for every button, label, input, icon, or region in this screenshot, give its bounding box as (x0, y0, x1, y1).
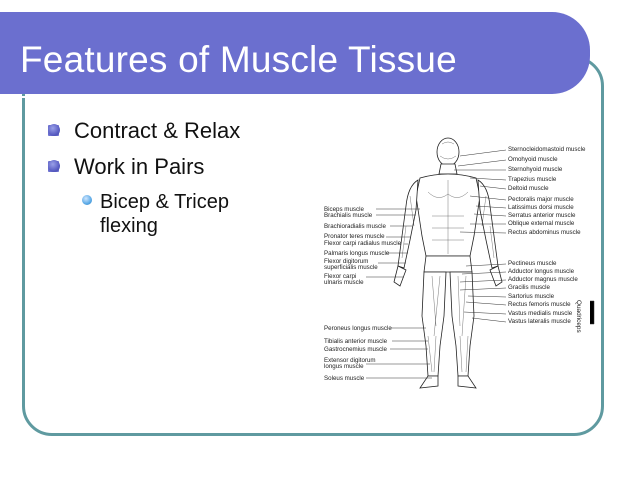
human-body-illustration (366, 137, 595, 389)
muscle-label: superficialis muscle (324, 264, 378, 271)
muscle-label: Biceps muscle (324, 206, 364, 213)
bullet-list: Contract & Relax Work in Pairs Bicep & T… (48, 118, 278, 238)
muscle-label: Sternocleidomastoid muscle (508, 146, 586, 153)
bullet-text: Contract & Relax (74, 118, 241, 143)
muscle-label: Trapezius muscle (508, 176, 557, 183)
muscle-label: Brachialis muscle (324, 212, 373, 219)
quadriceps-label: Quadriceps (575, 300, 582, 333)
bullet-item: Work in Pairs (48, 154, 278, 180)
muscle-label: Flexor carpi (324, 273, 357, 280)
sub-bullet-item: Bicep & Tricep flexing (48, 190, 278, 238)
muscle-label: Vastus lateralis muscle (508, 318, 571, 325)
sub-bullet-line: flexing (100, 215, 158, 237)
muscle-label: longus muscle (324, 363, 364, 370)
muscle-label: Palmaris longus muscle (324, 250, 390, 257)
muscle-label: Rectus abdominus muscle (508, 229, 581, 236)
muscle-label: Serratus anterior muscle (508, 212, 576, 219)
muscle-label: Rectus femoris muscle (508, 301, 571, 308)
bullet-item: Contract & Relax (48, 118, 278, 144)
muscle-label: Extensor digitorum (324, 357, 376, 364)
muscle-label: Pronator teres muscle (324, 233, 385, 240)
bullet-icon (48, 160, 60, 172)
muscle-label: Latissimus dorsi muscle (508, 204, 574, 211)
bullet-text: Work in Pairs (74, 154, 205, 179)
muscle-diagram: Biceps muscle Brachialis muscle Brachior… (320, 136, 600, 396)
muscle-label: ulnaris muscle (324, 279, 364, 286)
muscle-label: Sternohyoid muscle (508, 166, 563, 173)
muscle-label: Adductor longus muscle (508, 268, 575, 275)
muscle-label: Gracilis muscle (508, 284, 550, 291)
sub-bullet-line: Bicep & Tricep (100, 191, 229, 213)
title-underline (22, 96, 562, 98)
muscle-label: Sartorius muscle (508, 293, 555, 300)
muscle-label: Deltoid muscle (508, 185, 549, 192)
muscle-label: Omohyoid muscle (508, 156, 558, 163)
title-bar: Features of Muscle Tissue (0, 12, 590, 98)
muscle-label: Peroneus longus muscle (324, 325, 392, 332)
muscle-label: Adductor magnus muscle (508, 276, 578, 283)
slide-title: Features of Muscle Tissue (20, 39, 457, 80)
muscle-label: Pectineus muscle (508, 260, 557, 267)
muscle-label: Soleus muscle (324, 375, 365, 382)
muscle-label: Flexor digitorum (324, 258, 369, 265)
sub-bullet-icon (82, 195, 92, 205)
muscle-label: Flexor carpi radialus muscle (324, 240, 402, 247)
muscle-label: Gastrocnemius muscle (324, 346, 387, 353)
muscle-label: Oblique external muscle (508, 220, 575, 227)
muscle-label: Tibialis anterior muscle (324, 338, 388, 345)
muscle-label: Vastus medialis muscle (508, 310, 573, 317)
muscle-label: Pectoralis major muscle (508, 196, 574, 203)
bullet-icon (48, 124, 60, 136)
muscle-label: Brachioradialis muscle (324, 223, 386, 230)
